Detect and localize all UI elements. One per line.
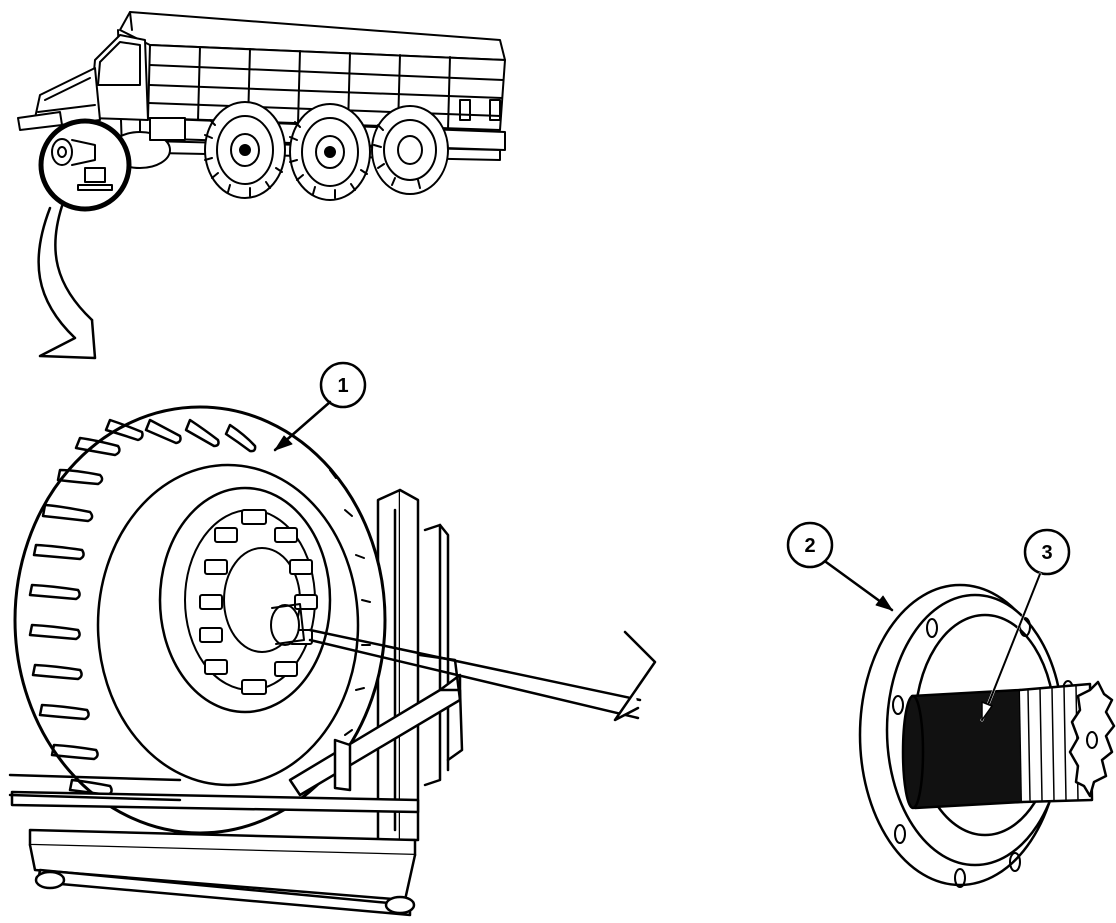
hub-flange-illustration <box>858 583 1116 888</box>
callout-3: 3 <box>980 528 1071 722</box>
pointer-arrow-icon <box>37 204 97 360</box>
rear-wheel-2 <box>289 103 371 201</box>
wheel-on-dolly-illustration <box>8 405 464 917</box>
truck-illustration <box>17 11 506 201</box>
callout-3-label: 3 <box>1041 542 1052 564</box>
callout-1: 1 <box>273 361 367 452</box>
rear-wheel-1 <box>204 101 286 199</box>
detail-circle-icon <box>38 118 132 212</box>
callout-1-label: 1 <box>337 375 348 397</box>
callout-2: 2 <box>786 521 894 612</box>
rear-wheel-3 <box>371 105 449 195</box>
pointer-arrow-icon <box>308 628 657 722</box>
callout-2-label: 2 <box>804 535 815 557</box>
